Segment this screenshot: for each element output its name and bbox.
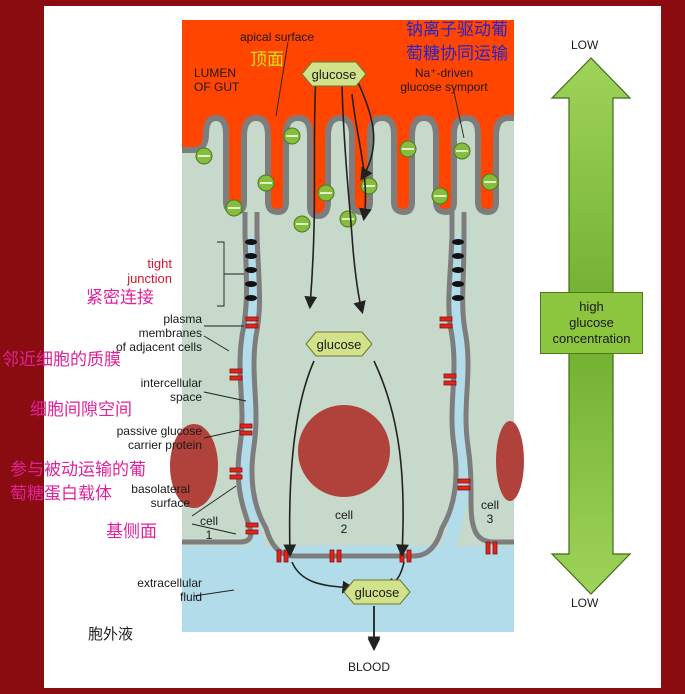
intercellular-label-line2: space	[169, 390, 202, 404]
symport-label-line1: Na⁺-driven	[414, 66, 474, 80]
glucose-tag-top-shape	[301, 61, 367, 87]
zh-apical-annotation: 顶面	[250, 50, 284, 70]
apical-surface-label: apical surface	[240, 30, 315, 44]
cell1-label-line1: cell	[199, 514, 218, 528]
zh-carrier-annotation-line2: 萄糖蛋白载体	[10, 484, 112, 504]
extracellular-label-line1: extracellular	[137, 576, 202, 590]
basolateral-label-line1: basolateral	[131, 482, 190, 496]
zh-symport-annotation-line2: 萄糖协同运输	[406, 44, 508, 64]
conc-label-line3: concentration	[552, 331, 631, 346]
intercellular-space-label: intercellular space	[74, 376, 202, 404]
cell3-label-line2: 3	[486, 512, 494, 526]
plasma-membranes-label: plasma membranes of adjacent cells	[74, 312, 202, 354]
intercellular-label-line1: intercellular	[140, 376, 202, 390]
glucose-tag-bottom-shape	[343, 579, 411, 605]
plasma-label-line2: membranes	[138, 326, 202, 340]
tight-junction-label: tight junction	[104, 256, 172, 286]
extracellular-fluid-label: extracellular fluid	[74, 576, 202, 604]
basolateral-surface-label: basolateral surface	[74, 482, 190, 510]
lateral-membrane-cell2-right	[394, 235, 459, 559]
glucose-flow-arrows	[283, 75, 409, 650]
low-label-bottom: LOW	[571, 596, 599, 610]
glucose-tag-mid-shape	[305, 331, 373, 357]
cell2-label: cell 2	[328, 508, 360, 536]
plasma-label-line1: plasma	[163, 312, 202, 326]
apical-membrane	[182, 115, 514, 219]
glucose-label-bottom: glucose	[354, 584, 400, 600]
high-concentration-box: high glucose concentration	[540, 292, 643, 354]
zh-intercellular-annotation: 细胞间隙空间	[30, 400, 132, 420]
symport-label-line2: glucose symport	[400, 80, 488, 94]
zh-tight-junction-annotation: 紧密连接	[86, 288, 154, 308]
cell1-label-line2: 1	[205, 528, 213, 542]
nucleus-cell1	[170, 424, 218, 508]
conc-label-line1: high	[579, 299, 604, 314]
basolateral-label-line2: surface	[150, 496, 190, 510]
leader-lines	[191, 41, 465, 597]
conc-label-line2: glucose	[569, 315, 614, 330]
tight-junction-left	[245, 239, 257, 301]
cell2-label-line2: 2	[340, 522, 348, 536]
diagram-panel: glucose glucose glucose apical surface L…	[2, 6, 661, 688]
lumen-label-line1: LUMEN	[194, 66, 237, 80]
carrier-protein-label: passive glucose carrier protein	[74, 424, 202, 452]
lumen-label-line2: OF GUT	[194, 80, 240, 94]
tight-junction-label-line1: tight	[147, 256, 172, 271]
glucose-label-mid: glucose	[316, 336, 362, 352]
lumen-label: LUMEN OF GUT	[194, 66, 239, 94]
lateral-membrane-cell3	[460, 235, 514, 545]
cell2-label-line1: cell	[334, 508, 353, 522]
blood-label: BLOOD	[348, 660, 391, 674]
extracellular-label-line2: fluid	[179, 590, 202, 604]
plasma-label-line3: of adjacent cells	[115, 340, 202, 354]
zh-symport-annotation-line1: 钠离子驱动葡	[406, 20, 508, 40]
carrier-proteins	[229, 316, 498, 563]
glucose-label-top: glucose	[311, 66, 357, 82]
low-label-top: LOW	[571, 38, 599, 52]
cell3-label: cell 3	[474, 498, 506, 526]
carrier-label-line1: passive glucose	[116, 424, 202, 438]
nucleus-cell2	[298, 405, 390, 497]
lateral-membrane-cell2-left	[249, 235, 394, 559]
tight-junction-right	[452, 239, 464, 301]
zh-carrier-annotation-line1: 参与被动运输的葡	[10, 460, 146, 480]
cell1-label: cell 1	[194, 514, 224, 542]
nucleus-cell3	[496, 421, 524, 501]
cell3-label-line1: cell	[480, 498, 499, 512]
symport-label: Na⁺-driven glucose symport	[380, 66, 508, 94]
tight-junction-label-line2: junction	[127, 271, 172, 286]
zh-plasma-membranes-annotation: 邻近细胞的质膜	[2, 350, 121, 370]
zh-basolateral-annotation: 基侧面	[106, 522, 157, 542]
carrier-label-line2: carrier protein	[127, 438, 202, 452]
zh-extracellular-annotation: 胞外液	[88, 625, 134, 643]
